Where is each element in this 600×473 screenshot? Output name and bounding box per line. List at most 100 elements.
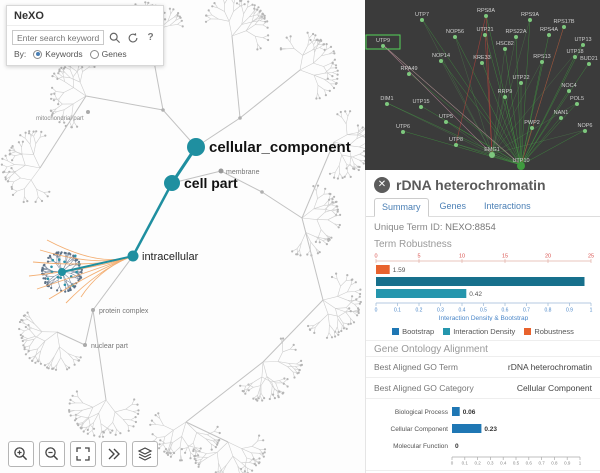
- network-node-label[interactable]: NOC4: [561, 83, 576, 89]
- network-node[interactable]: [420, 18, 424, 22]
- network-node[interactable]: [439, 59, 443, 63]
- search-input[interactable]: [12, 30, 104, 45]
- radio-keywords[interactable]: Keywords: [33, 49, 83, 59]
- network-node-label[interactable]: RPA49: [400, 66, 417, 72]
- network-node-label[interactable]: PWP2: [524, 120, 540, 126]
- network-node-label[interactable]: NOP56: [446, 29, 464, 35]
- network-node-label[interactable]: UTP8: [449, 137, 463, 143]
- network-node[interactable]: [503, 95, 507, 99]
- network-node[interactable]: [480, 61, 484, 65]
- network-node-label[interactable]: EMG1: [484, 147, 500, 153]
- network-node-label[interactable]: UTP22: [512, 75, 529, 81]
- help-icon[interactable]: ?: [147, 32, 154, 43]
- network-node[interactable]: [401, 130, 405, 134]
- network-node-label[interactable]: NOP6: [578, 123, 593, 129]
- search-icon[interactable]: [107, 30, 122, 45]
- network-node[interactable]: [453, 35, 457, 39]
- network-node-label[interactable]: UTP13: [574, 37, 591, 43]
- network-node-label[interactable]: RPS22A: [505, 29, 526, 35]
- tree-node-label[interactable]: nuclear part: [91, 343, 128, 350]
- network-node[interactable]: [503, 47, 507, 51]
- tree-node[interactable]: [218, 168, 224, 174]
- tree-node-label[interactable]: cellular_component: [209, 139, 351, 156]
- zoom-out-button[interactable]: [39, 441, 65, 467]
- network-node-label[interactable]: RPS8A: [477, 8, 495, 14]
- network-node[interactable]: [517, 162, 525, 170]
- network-node[interactable]: [489, 152, 495, 158]
- network-node[interactable]: [575, 102, 579, 106]
- network-node[interactable]: [530, 126, 534, 130]
- network-node-label[interactable]: HSC82: [496, 41, 514, 47]
- network-node-label[interactable]: UTP15: [412, 99, 429, 105]
- network-node[interactable]: [407, 72, 411, 76]
- network-node[interactable]: [514, 35, 518, 39]
- network-node-label[interactable]: UTP10: [512, 158, 529, 164]
- tab-summary[interactable]: Summary: [374, 198, 429, 217]
- layers-button[interactable]: [132, 441, 158, 467]
- network-node[interactable]: [562, 25, 566, 29]
- interaction-density-legend-label: Interaction Density: [453, 327, 516, 336]
- tree-node[interactable]: [86, 110, 90, 114]
- network-node[interactable]: [483, 33, 487, 37]
- gene-network-canvas[interactable]: UTP7 RPS8A RPS9A RPS17B NOP56 UTP21 RPS22A RPS4…: [365, 0, 600, 170]
- network-node-label[interactable]: KRE33: [473, 55, 490, 61]
- network-node-label[interactable]: POL5: [570, 96, 584, 102]
- network-node-label[interactable]: RRP9: [498, 89, 513, 95]
- network-node-label[interactable]: UTP7: [415, 12, 429, 18]
- network-node-label[interactable]: BUD21: [580, 56, 598, 62]
- network-node[interactable]: [385, 102, 389, 106]
- network-node[interactable]: [540, 60, 544, 64]
- tab-interactions[interactable]: Interactions: [484, 201, 531, 211]
- network-node-label[interactable]: DIM1: [380, 96, 393, 102]
- tree-node[interactable]: [83, 343, 87, 347]
- network-node-label[interactable]: NOP14: [432, 53, 450, 59]
- network-node-label[interactable]: UTP21: [476, 27, 493, 33]
- network-node[interactable]: [583, 129, 587, 133]
- network-node[interactable]: [559, 116, 563, 120]
- tree-node[interactable]: [164, 175, 180, 191]
- network-node[interactable]: [581, 43, 585, 47]
- fit-selection-button[interactable]: [101, 441, 127, 467]
- network-node[interactable]: [454, 143, 458, 147]
- network-node[interactable]: [573, 55, 577, 59]
- tree-node[interactable]: [187, 138, 205, 156]
- network-node[interactable]: [547, 33, 551, 37]
- tree-node[interactable]: [127, 250, 139, 262]
- network-node-label[interactable]: UTP5: [439, 114, 453, 120]
- network-node[interactable]: [444, 120, 448, 124]
- network-node-label[interactable]: UTP18: [566, 49, 583, 55]
- zoom-in-button[interactable]: [8, 441, 34, 467]
- network-node-label[interactable]: RPS4A: [540, 27, 558, 33]
- network-node-label[interactable]: UTP6: [396, 124, 410, 130]
- network-node[interactable]: [567, 89, 571, 93]
- radio-genes-circle[interactable]: [89, 49, 99, 59]
- network-node[interactable]: [419, 105, 423, 109]
- radio-genes[interactable]: Genes: [89, 49, 127, 59]
- fit-screen-button[interactable]: [70, 441, 96, 467]
- network-node-label[interactable]: RPS13: [533, 54, 550, 60]
- network-node-label[interactable]: RPS9A: [521, 12, 539, 18]
- network-node[interactable]: [381, 44, 385, 48]
- tree-node-label[interactable]: intracellular: [142, 251, 199, 263]
- tab-genes[interactable]: Genes: [439, 201, 467, 211]
- network-node-label[interactable]: NAN1: [554, 110, 569, 116]
- reset-icon[interactable]: [125, 30, 140, 45]
- network-node-label[interactable]: RPS17B: [553, 19, 574, 25]
- network-node[interactable]: [484, 14, 488, 18]
- radio-genes-label: Genes: [101, 49, 127, 59]
- network-node-label[interactable]: UTP9: [376, 38, 390, 44]
- svg-text:0.9: 0.9: [564, 461, 571, 466]
- tree-node-label[interactable]: cell part: [184, 175, 238, 191]
- tree-node-label[interactable]: protein complex: [99, 308, 149, 315]
- network-node[interactable]: [587, 62, 591, 66]
- network-node[interactable]: [519, 81, 523, 85]
- radio-keywords-circle[interactable]: [33, 49, 43, 59]
- tree-node-label[interactable]: membrane: [226, 169, 260, 176]
- tree-node-label[interactable]: mitochondrial part: [36, 116, 84, 122]
- close-icon[interactable]: ✕: [374, 177, 390, 193]
- svg-text:0.5: 0.5: [480, 308, 487, 314]
- tree-node[interactable]: [58, 268, 66, 276]
- network-node[interactable]: [528, 18, 532, 22]
- tree-node[interactable]: [91, 308, 95, 312]
